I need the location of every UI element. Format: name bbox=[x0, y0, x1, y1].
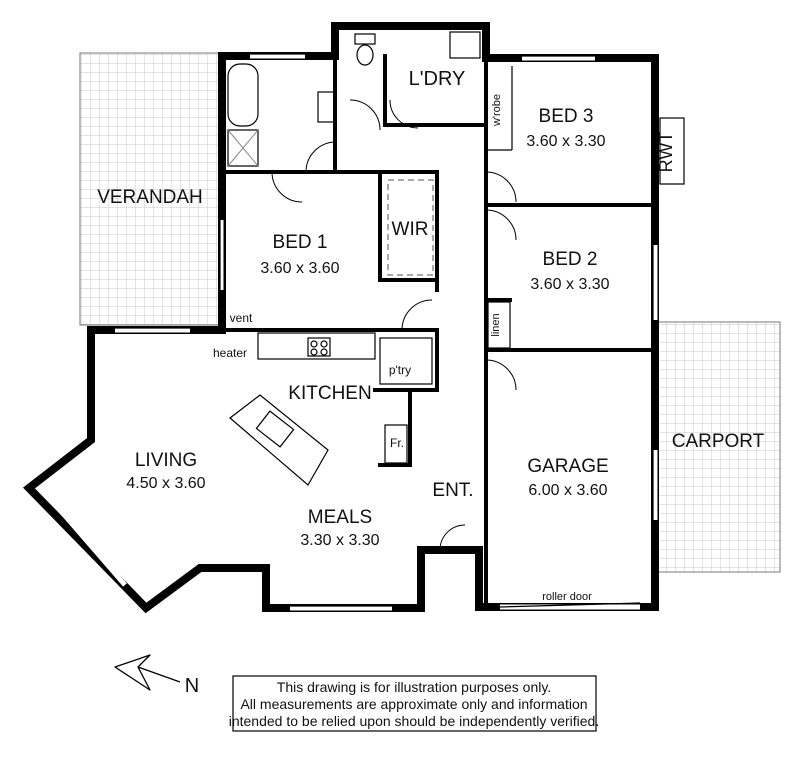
heater-label: heater bbox=[213, 346, 247, 360]
garage-label: GARAGE bbox=[527, 456, 608, 477]
vent-label: vent bbox=[230, 311, 253, 325]
wir-shelving bbox=[387, 179, 434, 276]
linen-label: linen bbox=[490, 313, 502, 336]
pantry-label: p'try bbox=[389, 363, 411, 377]
doors bbox=[271, 99, 517, 551]
interior-walls bbox=[220, 54, 657, 609]
ldry-label: L'DRY bbox=[409, 68, 466, 90]
wir-label: WIR bbox=[392, 219, 429, 240]
verandah-label: VERANDAH bbox=[97, 187, 203, 208]
living-label: LIVING bbox=[135, 450, 197, 471]
bed2-label: BED 2 bbox=[543, 249, 598, 270]
carport-area bbox=[657, 321, 781, 573]
north-arrow-icon bbox=[114, 654, 181, 691]
rwt-label: RWT bbox=[656, 132, 676, 173]
wrobe-label: w'robe bbox=[491, 94, 503, 127]
meals-label: MEALS bbox=[308, 507, 372, 528]
kitchen-bench bbox=[229, 332, 433, 486]
roller-door-label: roller door bbox=[542, 591, 592, 603]
disclaimer-line-2: All measurements are approximate only an… bbox=[240, 696, 587, 712]
garage-size: 6.00 x 3.60 bbox=[528, 482, 607, 499]
kitchen-label: KITCHEN bbox=[288, 383, 371, 404]
north-label: N bbox=[185, 675, 199, 697]
bed1-label: BED 1 bbox=[273, 232, 328, 253]
exterior-wall bbox=[23, 22, 659, 614]
bed3-size: 3.60 x 3.30 bbox=[526, 133, 605, 150]
disclaimer-box bbox=[232, 675, 597, 732]
bed3-label: BED 3 bbox=[539, 106, 594, 127]
bed1-size: 3.60 x 3.60 bbox=[260, 260, 339, 277]
fridge-label: Fr. bbox=[390, 436, 404, 450]
bathroom-fixtures bbox=[227, 31, 481, 167]
disclaimer-line-1: This drawing is for illustration purpose… bbox=[277, 679, 551, 695]
windows bbox=[56, 53, 658, 611]
meals-size: 3.30 x 3.30 bbox=[300, 532, 379, 549]
living-size: 4.50 x 3.60 bbox=[126, 475, 205, 492]
entry-label: ENT. bbox=[432, 480, 473, 501]
rwt-tank bbox=[659, 117, 685, 185]
disclaimer-line-3: intended to be relied upon should be ind… bbox=[229, 713, 600, 729]
bed2-size: 3.60 x 3.30 bbox=[530, 276, 609, 293]
verandah-area bbox=[79, 52, 221, 326]
carport-label: CARPORT bbox=[672, 431, 765, 452]
